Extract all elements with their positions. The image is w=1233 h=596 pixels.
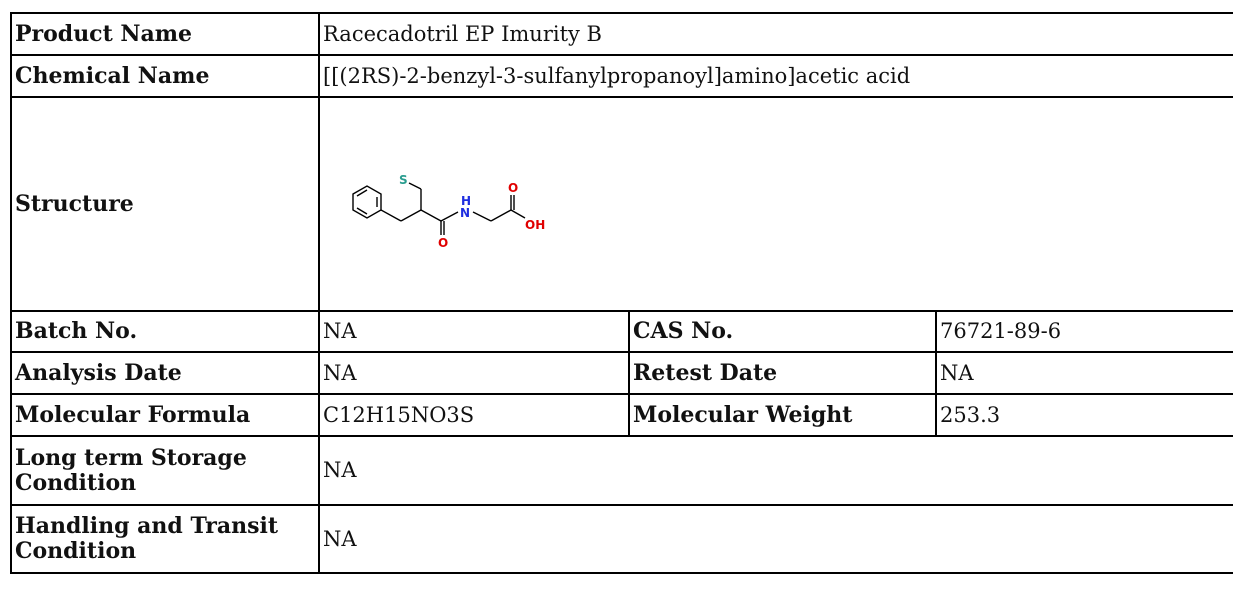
amide-oxygen-atom: O bbox=[438, 236, 448, 250]
chemical-name-label: Chemical Name bbox=[10, 54, 320, 98]
analysis-date-label: Analysis Date bbox=[10, 351, 320, 395]
product-name-value: Racecadotril EP Imurity B bbox=[317, 12, 1233, 56]
row-structure: Structure bbox=[10, 96, 1233, 312]
molecular-weight-label: Molecular Weight bbox=[628, 393, 937, 437]
sulfur-atom: S bbox=[399, 173, 408, 187]
molecular-formula-label: Molecular Formula bbox=[10, 393, 320, 437]
cas-no-value: 76721-89-6 bbox=[934, 310, 1233, 353]
row-handling: Handling and Transit Condition NA bbox=[10, 504, 1233, 574]
structure-bonds bbox=[352, 182, 526, 235]
molecular-formula-value: C12H15NO3S bbox=[318, 393, 630, 437]
structure-label: Structure bbox=[10, 96, 320, 312]
nitrogen-atom: N bbox=[460, 206, 470, 220]
cas-no-label: CAS No. bbox=[628, 310, 937, 353]
row-dates: Analysis Date NA Retest Date NA bbox=[10, 351, 1233, 395]
handling-label: Handling and Transit Condition bbox=[10, 504, 320, 574]
product-spec-table: Product Name Racecadotril EP Imurity B C… bbox=[10, 12, 1233, 574]
row-batch-cas: Batch No. NA CAS No. 76721-89-6 bbox=[10, 310, 1233, 353]
batch-no-value: NA bbox=[318, 310, 630, 353]
chemical-structure-image: S H N O O OH bbox=[352, 173, 545, 250]
row-product-name: Product Name Racecadotril EP Imurity B bbox=[10, 12, 1233, 56]
product-name-label: Product Name bbox=[10, 12, 320, 56]
row-chemical-name: Chemical Name [[(2RS)-2-benzyl-3-sulfany… bbox=[10, 54, 1233, 98]
row-storage: Long term Storage Condition NA bbox=[10, 435, 1233, 506]
retest-date-label: Retest Date bbox=[628, 351, 937, 395]
batch-no-label: Batch No. bbox=[10, 310, 320, 353]
molecular-weight-value: 253.3 bbox=[934, 393, 1233, 437]
retest-date-value: NA bbox=[934, 351, 1233, 395]
storage-value: NA bbox=[317, 435, 1233, 506]
row-formula-weight: Molecular Formula C12H15NO3S Molecular W… bbox=[10, 393, 1233, 437]
nitrogen-h-atom: H bbox=[461, 194, 471, 208]
storage-label: Long term Storage Condition bbox=[10, 435, 320, 506]
handling-value: NA bbox=[317, 504, 1233, 574]
chemical-name-value: [[(2RS)-2-benzyl-3-sulfanylpropanoyl]ami… bbox=[317, 54, 1233, 98]
hydroxyl-group: OH bbox=[525, 218, 545, 232]
acid-oxygen-atom: O bbox=[508, 181, 518, 195]
structure-cell: S H N O O OH bbox=[317, 96, 1233, 312]
analysis-date-value: NA bbox=[318, 351, 630, 395]
